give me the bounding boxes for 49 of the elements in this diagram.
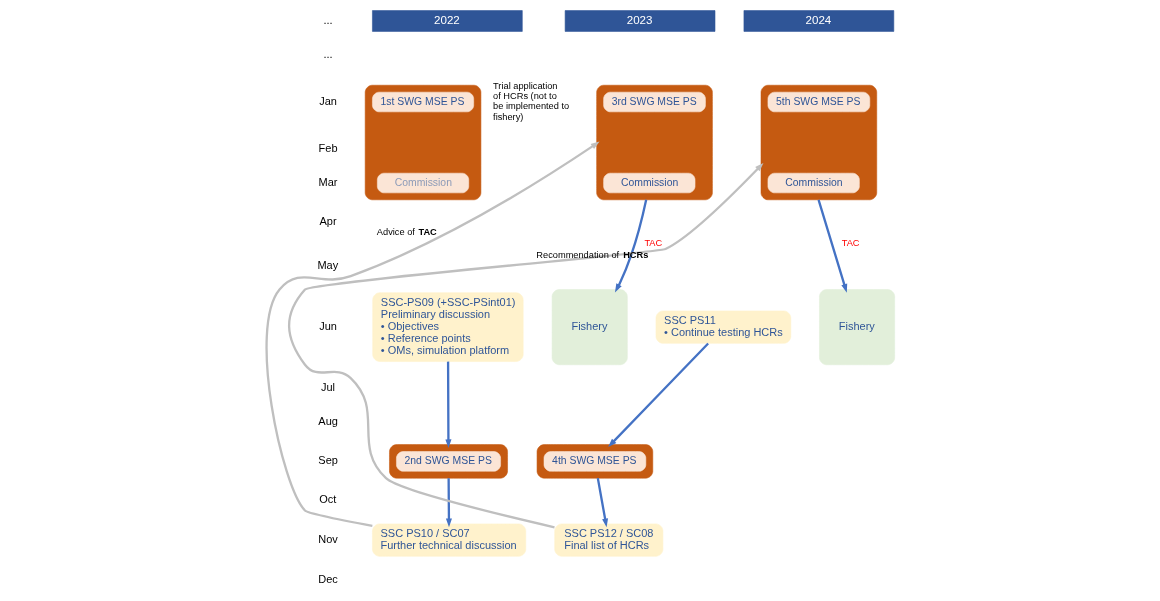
label: Jan xyxy=(318,94,337,107)
label: Sep xyxy=(317,454,338,467)
cluster xyxy=(388,444,508,479)
node-label: Trial application of HCRs (not to be implemented to fishery) xyxy=(492,80,569,122)
label: Jun xyxy=(318,319,337,332)
arrow xyxy=(444,361,451,449)
arrow xyxy=(596,477,608,528)
node-box: 2024 xyxy=(743,10,894,32)
cluster xyxy=(536,444,653,479)
label: Dec xyxy=(317,572,338,585)
node-box: SSC PS10 / SC07 Further technical discussion xyxy=(371,523,526,557)
node-box: 4th SWG MSE PS xyxy=(543,451,646,472)
node-box: 2022 xyxy=(371,10,523,32)
label: Mar xyxy=(318,175,338,188)
label: Nov xyxy=(317,532,338,545)
node-box: SSC PS12 / SC08 Final list of HCRs xyxy=(553,523,663,557)
node-box: 1st SWG MSE PS xyxy=(371,91,474,113)
arrow xyxy=(287,162,763,529)
arrow xyxy=(445,478,452,528)
arrow xyxy=(265,141,600,528)
node-box: 5th SWG MSE PS xyxy=(767,91,870,113)
label: Oct xyxy=(318,492,336,505)
arrow xyxy=(614,199,647,293)
cluster xyxy=(595,84,713,201)
node-box: SSC PS11 • Continue testing HCRs xyxy=(655,310,791,344)
edge-label: Recommendation of HCRs xyxy=(535,250,648,261)
edge-label: Advice of TAC xyxy=(376,227,437,238)
node-box: 3rd SWG MSE PS xyxy=(602,91,706,113)
label: Jul xyxy=(320,381,335,394)
label: Aug xyxy=(317,415,338,428)
cluster xyxy=(760,84,877,201)
node-box: Commission xyxy=(767,172,860,194)
cluster xyxy=(364,84,481,201)
arrow xyxy=(607,342,709,448)
node-box: Fishery xyxy=(818,289,895,366)
node-box: SSC-PS09 (+SSC-PSint01) Preliminary discussion • Objectives • Reference points • OMs, simulation platform xyxy=(371,292,523,362)
label: Apr xyxy=(318,214,337,227)
label: ... xyxy=(323,47,333,60)
label: ... xyxy=(323,13,333,26)
node-box: Commission xyxy=(376,172,469,194)
label: May xyxy=(316,258,338,271)
edge-label: TAC xyxy=(643,237,662,248)
node-box: 2nd SWG MSE PS xyxy=(395,451,501,472)
node-box: Fishery xyxy=(551,289,628,366)
node-box: Commission xyxy=(602,172,695,194)
edge-label: TAC xyxy=(841,237,860,248)
label: Feb xyxy=(318,141,338,154)
arrow xyxy=(817,199,847,293)
node-box: 2023 xyxy=(564,10,715,32)
